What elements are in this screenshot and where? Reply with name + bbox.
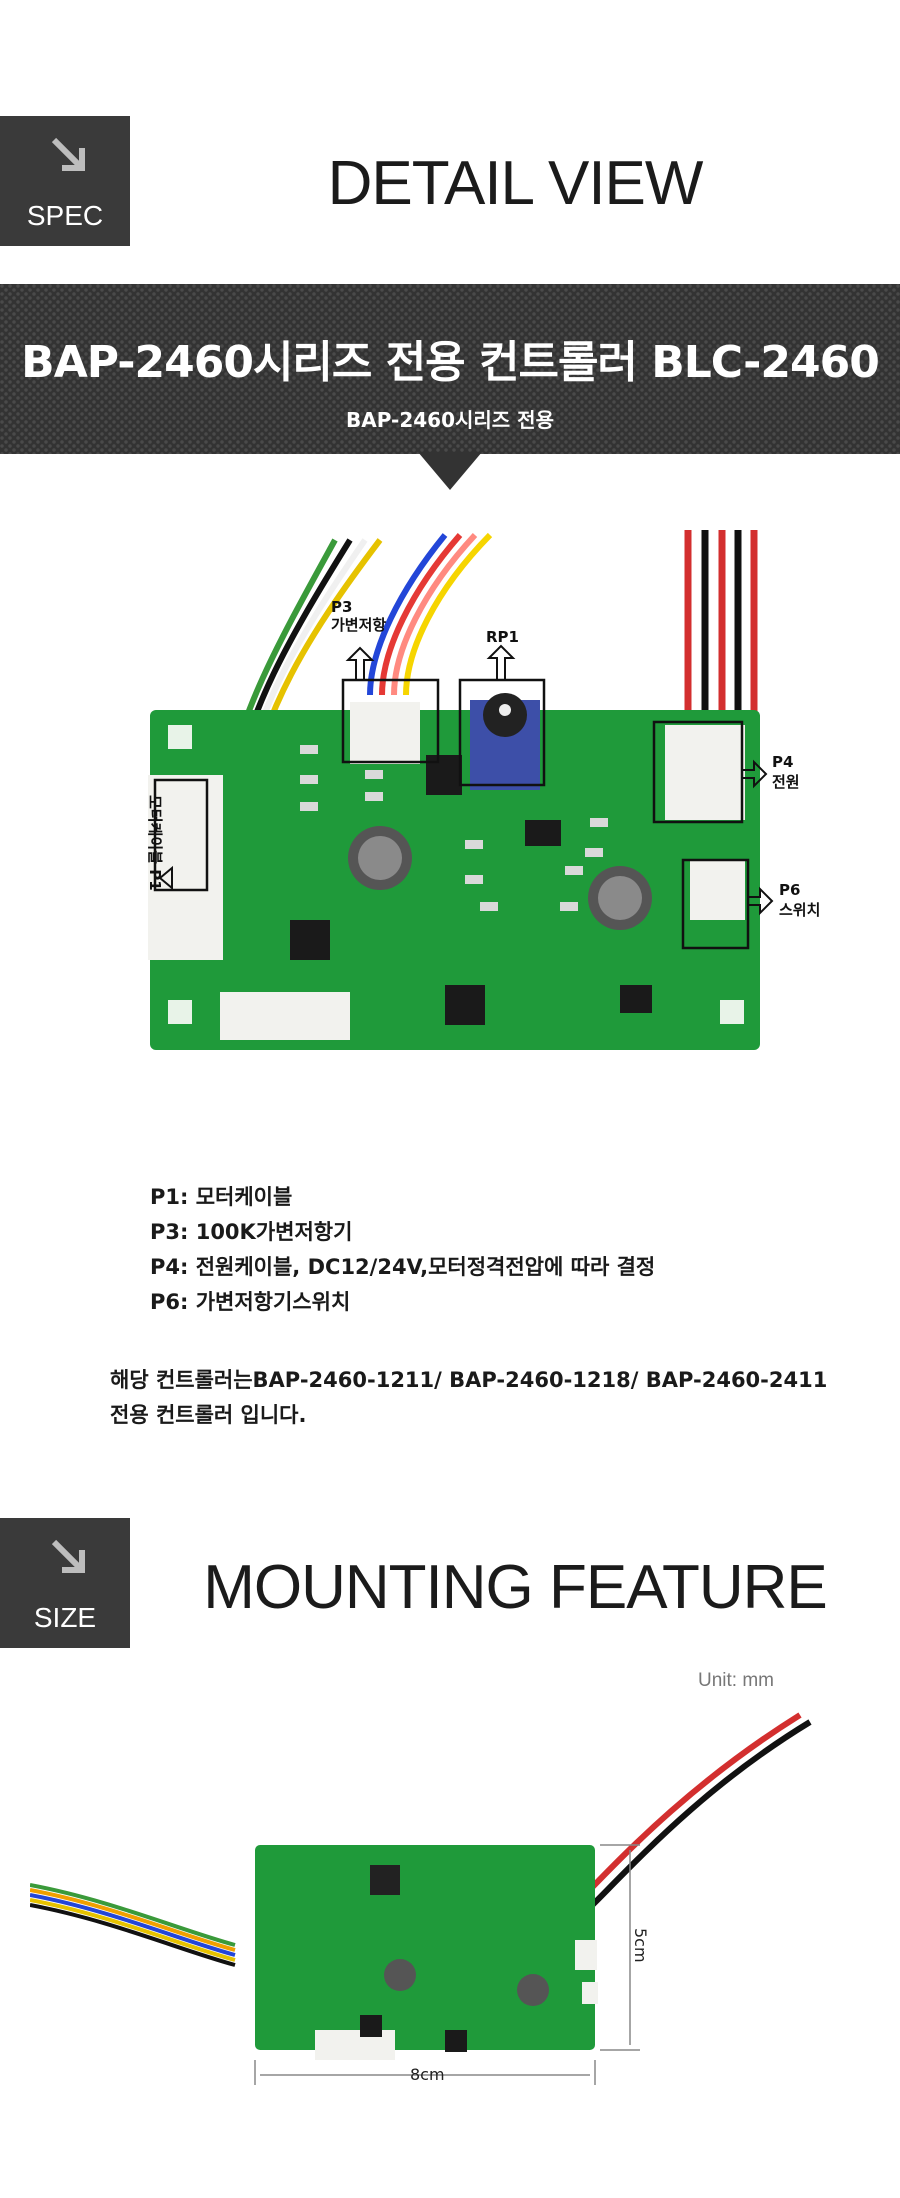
unit-label: Unit: mm — [698, 1670, 774, 1691]
connector-p3 — [350, 702, 420, 764]
board-size-photo: 8cm 5cm — [30, 1712, 812, 2085]
arrow-down-right-icon — [51, 137, 85, 171]
connector-p6 — [690, 860, 745, 920]
board-detail-photo: P3 가변저항 RP1 P4 전원 P6 스위치 모터케이블 P1 — [146, 530, 820, 1050]
compatibility-note: 해당 컨트롤러는BAP-2460-1211/ BAP-2460-1218/ BA… — [110, 1363, 850, 1433]
mounting-feature-title: MOUNTING FEATURE — [203, 1553, 828, 1622]
spec-item-p1: P1: 모터케이블 — [150, 1185, 293, 1209]
label-p6-name: 스위치 — [779, 901, 820, 919]
spec-list: P1: 모터케이블 P3: 100K가변저항기 P4: 전원케이블, DC12/… — [150, 1180, 655, 1320]
connector-p1 — [148, 775, 223, 960]
label-p4-code: P4 — [772, 753, 793, 771]
title-banner — [0, 284, 900, 454]
arrow-p1 — [158, 865, 173, 891]
ic-u4 — [620, 985, 652, 1013]
detail-view-title: DETAIL VIEW — [327, 149, 704, 218]
arrow-p3 — [345, 646, 375, 680]
size-pcb-board — [255, 1845, 595, 2050]
label-p1: 모터케이블 P1 — [146, 795, 164, 891]
highlight-box-p1 — [153, 778, 209, 892]
smd-resistors — [300, 745, 608, 911]
connector-p4 — [665, 725, 745, 820]
arrow-p6 — [748, 886, 774, 916]
connector-p5 — [220, 992, 350, 1040]
size-badge-label: SIZE — [33, 1602, 97, 1633]
dimension-lines — [254, 1844, 640, 2085]
arrow-p4 — [742, 759, 768, 789]
height-label: 5cm — [631, 1928, 650, 1963]
label-rp1: RP1 — [486, 628, 519, 646]
size-badge: SIZE — [0, 1518, 130, 1648]
label-p3-code: P3 — [331, 598, 352, 616]
spec-item-p3: P3: 100K가변저항기 — [150, 1220, 353, 1244]
note-line-1: 해당 컨트롤러는BAP-2460-1211/ BAP-2460-1218/ BA… — [110, 1368, 828, 1392]
highlight-box-p4 — [652, 720, 744, 824]
label-p3-name: 가변저항 — [331, 616, 386, 634]
banner-notch — [418, 452, 482, 490]
pcb-board — [150, 710, 760, 1050]
spec-item-p6: P6: 가변저항기스위치 — [150, 1290, 351, 1314]
highlight-box-rp1 — [458, 678, 546, 787]
width-label: 8cm — [410, 2065, 445, 2084]
spec-item-p4: P4: 전원케이블, DC12/24V,모터정격전압에 따라 결정 — [150, 1255, 656, 1279]
banner-subtitle: BAP-2460시리즈 전용 — [346, 408, 554, 432]
banner-title: BAP-2460시리즈 전용 컨트롤러 BLC-2460 — [21, 337, 880, 388]
ic-u3 — [290, 920, 330, 960]
arrow-down-right-icon — [51, 1539, 85, 1573]
spec-badge-label: SPEC — [26, 200, 104, 231]
arrow-rp1 — [486, 644, 516, 680]
label-p4-name: 전원 — [772, 773, 800, 791]
highlight-box-p3 — [341, 678, 440, 764]
note-line-2: 전용 컨트롤러 입니다. — [110, 1403, 307, 1427]
ic-u1 — [525, 820, 561, 846]
label-p6-code: P6 — [779, 881, 800, 899]
ic-u2 — [445, 985, 485, 1025]
spec-badge: SPEC — [0, 116, 130, 246]
